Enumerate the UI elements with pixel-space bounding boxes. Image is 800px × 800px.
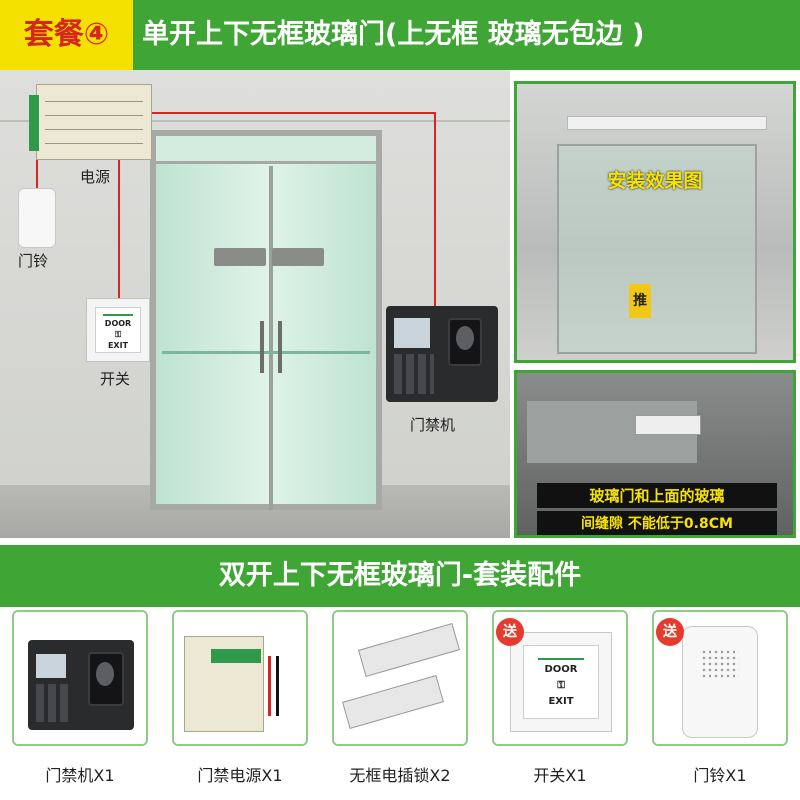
glass-door	[150, 130, 382, 510]
product-card-power	[172, 610, 308, 746]
reader-thumbnail	[28, 640, 134, 730]
product-label-power: 门禁电源X1	[197, 766, 283, 785]
product-label-reader: 门禁机X1	[45, 766, 115, 785]
exit-exit-text: EXIT	[548, 696, 574, 707]
wire-top	[152, 112, 436, 114]
wire-switch	[118, 160, 120, 298]
reader-keypad	[394, 354, 434, 394]
gap-caption-line2: 间缝隙 不能低于0.8CM	[537, 511, 777, 535]
push-sign: 推	[629, 284, 651, 318]
label-switch: 开关	[100, 370, 131, 388]
reader-screen	[394, 318, 430, 348]
package-badge: 套餐④	[0, 0, 133, 70]
bell-thumbnail	[682, 626, 758, 738]
exit-exit-text: EXIT	[107, 341, 129, 350]
access-control-reader	[386, 306, 498, 402]
lock-thumbnail	[358, 623, 460, 677]
exit-door-text: DOOR	[544, 664, 578, 675]
psu-terminal	[29, 95, 39, 151]
label-power: 电源	[80, 168, 111, 186]
fingerprint-icon	[456, 326, 474, 350]
wire-bell	[36, 160, 38, 188]
installation-scene: 电源 门铃 DOOR ⚿ EXIT 开关 门禁机	[0, 70, 510, 538]
wall-line	[0, 120, 510, 122]
section-title: 双开上下无框玻璃门-套装配件	[0, 545, 800, 607]
installation-caption: 安装效果图	[607, 170, 703, 192]
wire-reader	[434, 112, 436, 306]
lock-right	[272, 248, 324, 266]
product-card-bell: 送	[652, 610, 788, 746]
product-label-bell: 门铃X1	[693, 766, 747, 785]
speaker-grille	[701, 649, 739, 679]
psu-thumbnail	[184, 636, 264, 732]
exit-door-text: DOOR	[104, 319, 132, 328]
psu-wire	[276, 656, 279, 716]
glass-panel	[557, 144, 757, 354]
psu-wire	[268, 656, 271, 716]
door-handle-left	[260, 321, 264, 373]
product-label-switch: 开关X1	[533, 766, 587, 785]
gap-caption-line1: 玻璃门和上面的玻璃	[537, 483, 777, 508]
product-label-lock: 无框电插锁X2	[349, 766, 451, 785]
electric-lock	[635, 415, 701, 435]
header-banner: 套餐④ 单开上下无框玻璃门(上无框 玻璃无包边 )	[0, 0, 800, 70]
gift-badge: 送	[656, 618, 684, 646]
product-card-reader	[12, 610, 148, 746]
power-supply	[29, 84, 152, 160]
top-rail	[567, 116, 767, 130]
key-icon: ⚿	[114, 330, 122, 339]
door-transom	[156, 136, 376, 164]
door-handle-right	[278, 321, 282, 373]
installation-photo: 推 安装效果图	[514, 81, 796, 363]
exit-thumbnail: DOOR ⚿ EXIT	[510, 632, 612, 732]
product-card-lock	[332, 610, 468, 746]
lock-thumbnail	[342, 675, 444, 729]
fingerprint-icon	[96, 662, 114, 686]
product-card-switch: DOOR ⚿ EXIT 送	[492, 610, 628, 746]
doorbell	[18, 188, 56, 248]
key-icon: ⚿	[557, 680, 565, 691]
gap-detail-photo: 玻璃门和上面的玻璃 间缝隙 不能低于0.8CM	[514, 370, 796, 538]
label-access-control: 门禁机	[410, 416, 456, 434]
label-doorbell: 门铃	[18, 252, 49, 270]
gift-badge: 送	[496, 618, 524, 646]
door-split	[269, 166, 273, 510]
page-title: 单开上下无框玻璃门(上无框 玻璃无包边 )	[142, 19, 645, 50]
lock-left	[214, 248, 266, 266]
exit-switch: DOOR ⚿ EXIT	[86, 298, 150, 362]
door-stripe	[162, 351, 370, 354]
